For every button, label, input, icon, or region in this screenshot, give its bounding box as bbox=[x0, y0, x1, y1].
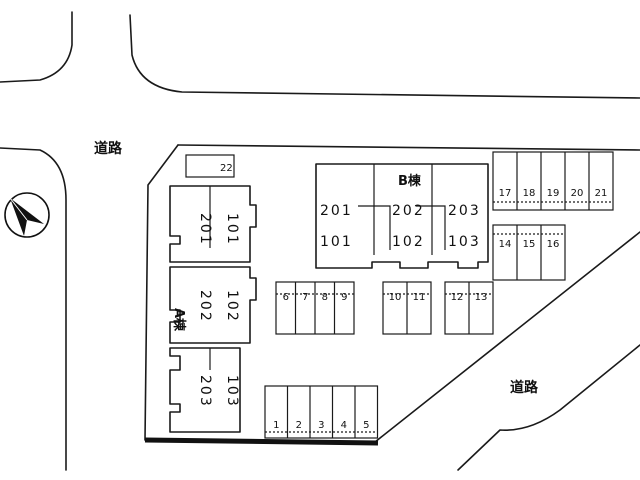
parking-slot-11: 11 bbox=[413, 292, 426, 303]
parking-row-outline bbox=[492, 151, 614, 211]
parking-slot-8: 8 bbox=[322, 292, 328, 303]
parking-slot-13: 13 bbox=[475, 292, 488, 303]
parking-slot-7: 7 bbox=[302, 292, 308, 303]
parking-slot-6: 6 bbox=[283, 292, 289, 303]
building-a-unit-101: 101 bbox=[224, 213, 240, 246]
building-a-unit-103: 103 bbox=[224, 375, 240, 408]
road-edge-lower-right bbox=[457, 344, 640, 471]
parking-slot-14: 14 bbox=[499, 239, 512, 250]
building-a-unit-201: 201 bbox=[197, 213, 213, 246]
building-b-unit-201: 201 bbox=[320, 203, 353, 219]
parking-slot-5: 5 bbox=[363, 420, 369, 431]
parking-row-outline bbox=[264, 385, 379, 439]
parking-lot-22: 22 bbox=[185, 154, 235, 178]
building-a-unit-102: 102 bbox=[224, 290, 240, 323]
parking-row-12-13: 12 13 bbox=[444, 281, 494, 335]
parking-slot-17: 17 bbox=[499, 188, 512, 199]
parking-slot-18: 18 bbox=[523, 188, 536, 199]
parking-slot-10: 10 bbox=[389, 292, 402, 303]
parking-row-17-21: 17 18 19 20 21 bbox=[492, 151, 614, 211]
building-b: B棟 201 101 202 102 203 103 bbox=[315, 163, 489, 269]
site-boundary-top bbox=[177, 144, 640, 151]
building-b-unit-101: 101 bbox=[320, 234, 353, 250]
parking-slot-21: 21 bbox=[595, 188, 608, 199]
parking-slot-1: 1 bbox=[273, 420, 279, 431]
parking-slot-20: 20 bbox=[571, 188, 584, 199]
building-b-unit-103: 103 bbox=[448, 234, 481, 250]
parking-row-outline bbox=[492, 224, 566, 281]
road-edge-upper-left bbox=[0, 11, 73, 83]
road-edge-left-lower bbox=[0, 147, 67, 471]
site-boundary-diagonal bbox=[374, 231, 640, 443]
road-edge-upper-middle bbox=[129, 14, 640, 99]
parking-row-10-11: 10 11 bbox=[382, 281, 432, 335]
building-b-unit-202: 202 bbox=[392, 203, 425, 219]
north-arrow-icon bbox=[4, 192, 50, 238]
parking-slot-9: 9 bbox=[341, 292, 347, 303]
building-a-unit-203: 203 bbox=[197, 375, 213, 408]
parking-lot-22-label: 22 bbox=[220, 163, 233, 174]
parking-slot-2: 2 bbox=[296, 420, 302, 431]
building-b-unit-102: 102 bbox=[392, 234, 425, 250]
building-a-label: A棟 bbox=[171, 308, 187, 332]
parking-row-6-9: 6 7 8 9 bbox=[275, 281, 355, 335]
road-label-right: 道路 bbox=[510, 379, 539, 396]
road-label-top: 道路 bbox=[94, 140, 123, 157]
parking-row-1-5: 1 2 3 4 5 bbox=[264, 385, 379, 439]
building-b-label: B棟 bbox=[398, 173, 422, 189]
parking-row-14-16: 14 15 16 bbox=[492, 224, 566, 281]
parking-slot-19: 19 bbox=[547, 188, 560, 199]
parking-slot-15: 15 bbox=[523, 239, 536, 250]
building-b-unit-203: 203 bbox=[448, 203, 481, 219]
parking-slot-4: 4 bbox=[341, 420, 347, 431]
building-a: A棟 201 101 202 102 203 103 bbox=[169, 185, 257, 433]
site-boundary-wall bbox=[144, 437, 379, 446]
parking-slot-3: 3 bbox=[318, 420, 324, 431]
parking-slot-16: 16 bbox=[547, 239, 560, 250]
parking-slot-12: 12 bbox=[451, 292, 464, 303]
site-boundary-left bbox=[144, 144, 179, 441]
building-a-unit-202: 202 bbox=[197, 290, 213, 323]
